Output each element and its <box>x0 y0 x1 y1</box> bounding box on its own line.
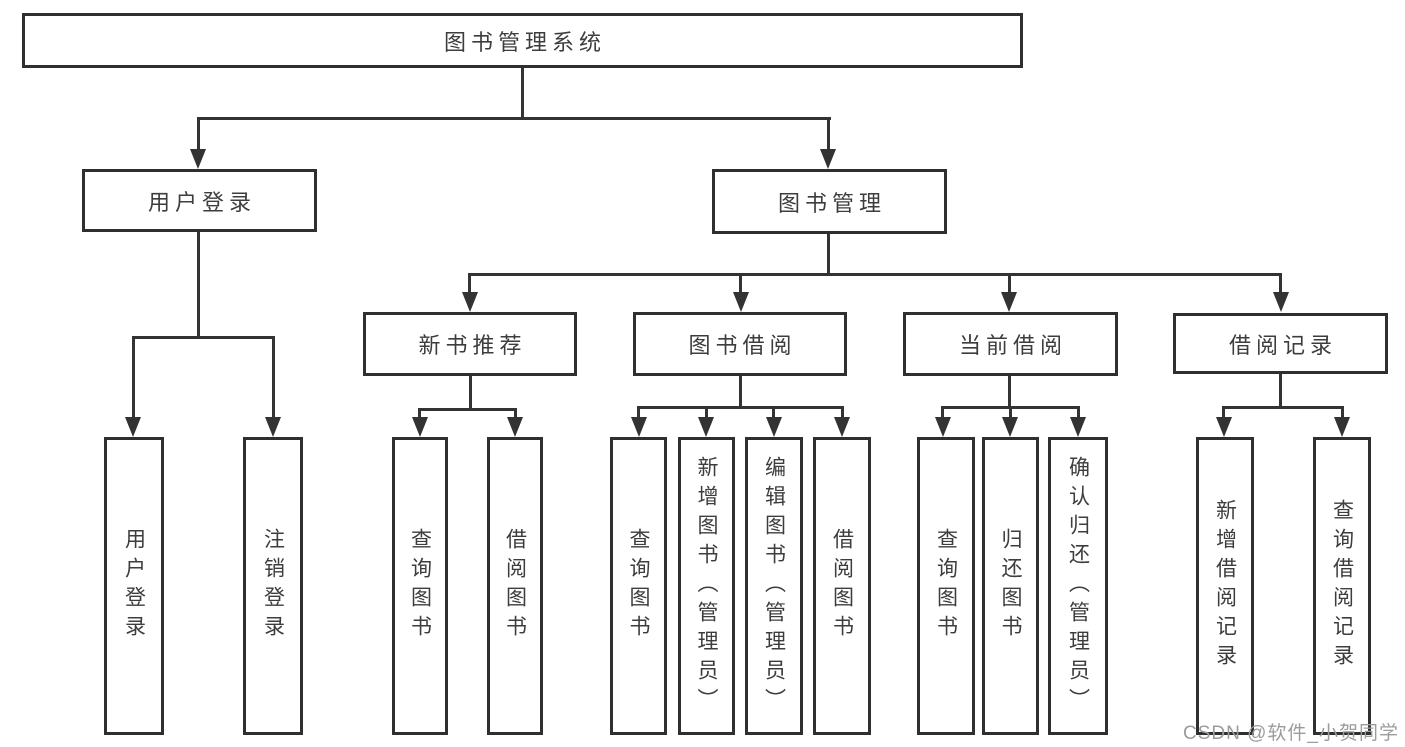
node-label: 借阅图书 <box>503 528 527 644</box>
connector-line <box>841 406 844 419</box>
node-label: 查询借阅记录 <box>1330 499 1354 673</box>
leaf-current-return-books: 归还图书 <box>982 437 1039 735</box>
node-label: 当前借阅 <box>958 333 1067 358</box>
node-label: 查询图书 <box>934 528 958 644</box>
connector-line <box>1222 406 1344 409</box>
arrow-down-icon <box>631 417 647 437</box>
node-label: 注销登录 <box>261 528 285 644</box>
node-borrow-records: 借阅记录 <box>1173 313 1388 374</box>
node-label: 借阅记录 <box>1228 332 1337 358</box>
node-book-management: 图书管理 <box>712 169 947 234</box>
arrow-down-icon <box>1216 417 1232 437</box>
connector-line <box>418 408 517 411</box>
connector-line <box>468 273 1282 276</box>
connector-line <box>468 273 471 294</box>
arrow-down-icon <box>820 149 836 169</box>
node-label: 归还图书 <box>999 528 1022 644</box>
connector-line <box>772 406 775 419</box>
connector-line <box>827 234 830 273</box>
node-new-book-recommend: 新书推荐 <box>363 312 577 376</box>
arrow-down-icon <box>1070 417 1086 437</box>
connector-line <box>1009 406 1012 419</box>
node-label: 新增借阅记录 <box>1213 499 1237 673</box>
connector-line <box>1341 406 1344 419</box>
node-current-borrow: 当前借阅 <box>903 312 1118 376</box>
node-label: 用户登录 <box>122 528 146 644</box>
arrow-down-icon <box>935 417 951 437</box>
connector-line <box>197 117 831 120</box>
leaf-borrow-borrow-books: 借阅图书 <box>813 437 871 735</box>
node-label: 图书管理系统 <box>443 29 606 55</box>
arrow-down-icon <box>462 292 478 312</box>
node-label: 确认归还（管理员） <box>1066 455 1090 717</box>
connector-line <box>418 408 421 420</box>
arrow-down-icon <box>766 417 782 437</box>
leaf-logout: 注销登录 <box>243 437 303 735</box>
connector-line <box>1077 406 1080 419</box>
connector-line <box>1008 376 1011 406</box>
node-label: 图书借阅 <box>688 333 797 358</box>
node-label: 新增图书（管理员） <box>695 455 718 717</box>
connector-line <box>272 336 275 419</box>
connector-line <box>705 406 708 419</box>
arrow-down-icon <box>1334 417 1350 437</box>
connector-line <box>739 376 742 406</box>
arrow-down-icon <box>412 417 428 437</box>
connector-line <box>739 273 742 294</box>
leaf-recommend-borrow-books: 借阅图书 <box>487 437 543 735</box>
arrow-down-icon <box>125 417 141 437</box>
node-label: 新书推荐 <box>418 333 527 358</box>
connector-line <box>941 406 944 419</box>
node-label: 查询图书 <box>627 528 650 644</box>
connector-line <box>514 408 517 420</box>
connector-line <box>637 406 844 409</box>
arrow-down-icon <box>1273 292 1289 312</box>
arrow-down-icon <box>190 149 206 169</box>
leaf-current-query-books: 查询图书 <box>917 437 975 735</box>
node-label: 图书管理 <box>777 190 886 216</box>
leaf-borrow-add-books-admin: 新增图书（管理员） <box>678 437 735 735</box>
arrow-down-icon <box>834 417 850 437</box>
connector-line <box>1279 273 1282 294</box>
connector-line <box>1279 374 1282 406</box>
node-book-borrow: 图书借阅 <box>633 312 847 376</box>
leaf-current-confirm-return-admin: 确认归还（管理员） <box>1048 437 1108 735</box>
arrow-down-icon <box>1002 417 1018 437</box>
node-label: 借阅图书 <box>830 528 854 644</box>
leaf-borrow-query-books: 查询图书 <box>610 437 667 735</box>
arrow-down-icon <box>1001 292 1017 312</box>
arrow-down-icon <box>507 417 523 437</box>
connector-line <box>1008 273 1011 294</box>
csdn-watermark: CSDN @软件_小贺同学 <box>1183 723 1399 744</box>
connector-line <box>637 406 640 419</box>
leaf-records-query-record: 查询借阅记录 <box>1313 437 1371 735</box>
arrow-down-icon <box>265 417 281 437</box>
connector-line <box>132 336 275 339</box>
arrow-down-icon <box>733 292 749 312</box>
leaf-borrow-edit-books-admin: 编辑图书（管理员） <box>745 437 803 735</box>
leaf-recommend-query-books: 查询图书 <box>392 437 448 735</box>
connector-line <box>521 68 524 117</box>
leaf-records-add-record: 新增借阅记录 <box>1196 437 1254 735</box>
arrow-down-icon <box>698 417 714 437</box>
node-label: 查询图书 <box>408 528 432 644</box>
node-label: 编辑图书（管理员） <box>762 455 786 717</box>
leaf-user-login: 用户登录 <box>104 437 164 735</box>
node-label: 用户登录 <box>147 189 256 215</box>
connector-line <box>1222 406 1225 419</box>
node-user-login: 用户登录 <box>82 169 317 232</box>
connector-line <box>469 376 472 408</box>
connector-line <box>132 336 135 419</box>
connector-line <box>197 232 200 336</box>
connector-line <box>827 117 830 151</box>
connector-line <box>197 117 200 151</box>
node-library-system: 图书管理系统 <box>22 13 1023 68</box>
